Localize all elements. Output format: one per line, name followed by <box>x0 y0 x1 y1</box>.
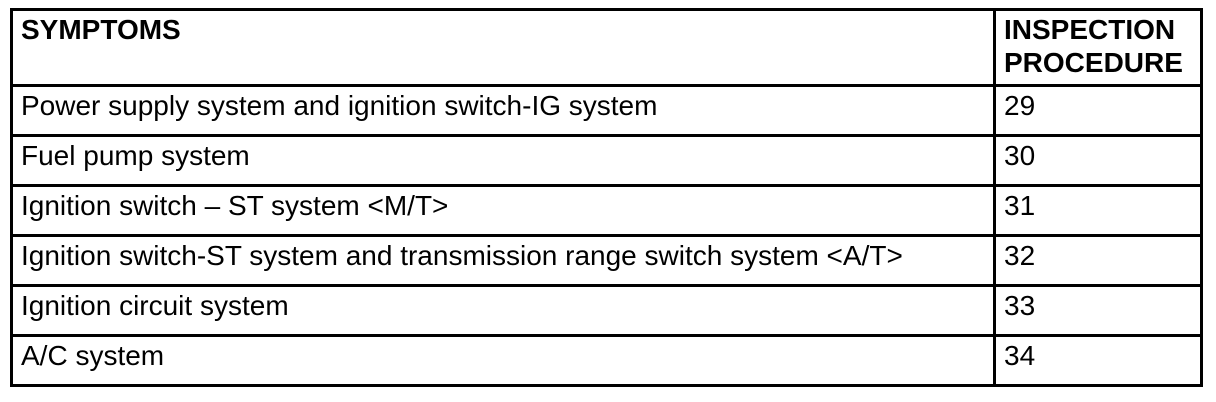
procedure-cell: 29 <box>993 84 1203 137</box>
table-row: Ignition circuit system 33 <box>10 284 1203 337</box>
symptom-cell: Power supply system and ignition switch-… <box>10 84 996 137</box>
symptom-cell: Ignition switch – ST system <M/T> <box>10 184 996 237</box>
procedure-cell: 34 <box>993 334 1203 387</box>
procedure-cell: 33 <box>993 284 1203 337</box>
table-row: Fuel pump system 30 <box>10 134 1203 187</box>
symptom-cell: Fuel pump system <box>10 134 996 187</box>
symptom-cell: Ignition switch-ST system and transmissi… <box>10 234 996 287</box>
column-header-inspection-procedure: INSPECTION PROCEDURE <box>993 8 1203 87</box>
table-row: A/C system 34 <box>10 334 1203 387</box>
symptoms-table: SYMPTOMS INSPECTION PROCEDURE Power supp… <box>10 8 1203 387</box>
table-row: Power supply system and ignition switch-… <box>10 84 1203 137</box>
procedure-cell: 30 <box>993 134 1203 187</box>
symptom-cell: Ignition circuit system <box>10 284 996 337</box>
symptom-cell: A/C system <box>10 334 996 387</box>
procedure-cell: 31 <box>993 184 1203 237</box>
table-row: Ignition switch-ST system and transmissi… <box>10 234 1203 287</box>
procedure-cell: 32 <box>993 234 1203 287</box>
table-row: Ignition switch – ST system <M/T> 31 <box>10 184 1203 237</box>
table-header-row: SYMPTOMS INSPECTION PROCEDURE <box>10 8 1203 87</box>
column-header-symptoms: SYMPTOMS <box>10 8 996 87</box>
